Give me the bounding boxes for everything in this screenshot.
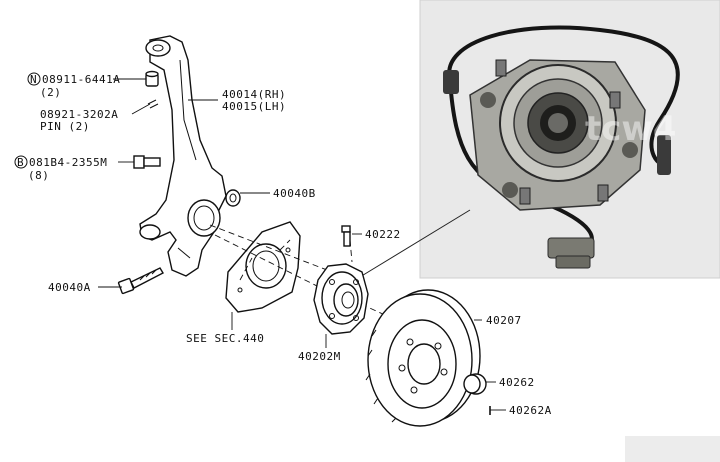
label-08921-3202a: 08921-3202A [40,108,118,121]
label-pin: PIN (2) [40,120,90,133]
label-08911-qty: (2) [40,86,61,99]
n-symbol [27,72,41,86]
grease-cap-40262 [463,373,487,395]
bolt-40040a [117,267,164,295]
label-see-sec-440: SEE SEC.440 [186,332,264,345]
photo-pointer [354,209,471,281]
bottom-blur [625,436,720,462]
b-symbol [14,155,28,169]
hub-assembly [313,263,369,335]
label-081b4-2355m: 081B4-2355M [29,156,107,169]
label-40262: 40262 [499,376,535,389]
lock-nut [145,70,159,87]
label-081b4-qty: (8) [28,169,49,182]
washer-40040b [225,189,241,207]
label-40222: 40222 [365,228,401,241]
sensor-connector [547,237,595,269]
hex-bolt-081b4 [133,155,161,169]
wheel-studs [495,59,621,205]
label-40015-lh: 40015(LH) [222,100,286,113]
n-symbol-letter: N [30,73,37,86]
brake-rotor [365,289,481,427]
photo-watermark: tcw4 [585,109,676,149]
hub-bearing [499,64,617,182]
label-08911-6441a: 08911-6441A [42,73,120,86]
label-40040a: 40040A [48,281,91,294]
backing-plate [225,221,301,313]
wire-clip [657,135,671,175]
label-40040b: 40040B [273,187,316,200]
wheel-stud-40222 [341,225,351,247]
label-40262a: 40262A [509,404,552,417]
label-40014-rh: 40014(RH) [222,88,286,101]
hub-photo: tcw4 [419,0,720,279]
sensor-wire [447,25,680,168]
leader-lines [98,78,506,411]
cotter-pin [147,99,159,109]
part-labels: N 08911-6441A (2) 08921-3202A PIN (2) B … [14,72,552,417]
b-symbol-letter: B [17,156,24,169]
steering-knuckle [139,35,227,277]
label-40207: 40207 [486,314,522,327]
label-40202m: 40202M [298,350,341,363]
